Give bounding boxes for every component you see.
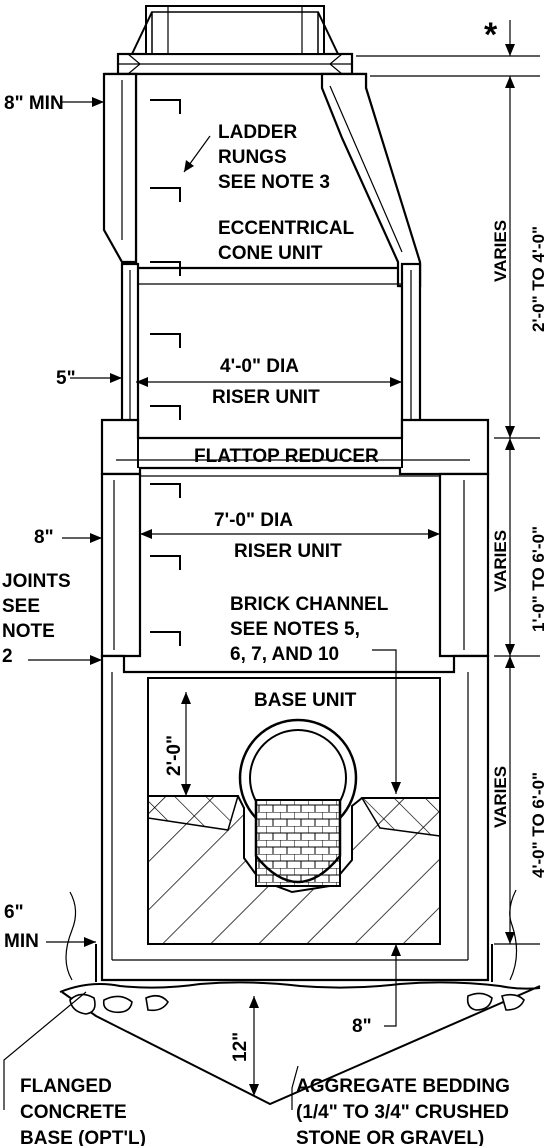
label-joints-3: NOTE — [2, 621, 55, 642]
label-eccentric-2: CONE UNIT — [218, 243, 323, 264]
label-7ft-dia: 7'-0" DIA — [214, 510, 293, 531]
label-5in: 5" — [56, 368, 76, 389]
label-aggregate-3: STONE OR GRAVEL) — [296, 1128, 484, 1146]
frame-and-cover — [116, 5, 354, 76]
label-flanged-1: FLANGED — [20, 1076, 112, 1097]
label-range-3: 4'-0" TO 6'-0" — [529, 772, 548, 878]
label-joints-2: SEE — [2, 596, 40, 617]
label-aggregate-2: (1/4" TO 3/4" CRUSHED — [296, 1102, 509, 1123]
label-min: MIN — [4, 931, 39, 952]
label-varies-1: VARIES — [491, 220, 510, 282]
label-12in: 12" — [230, 1032, 251, 1062]
label-ladder-3: SEE NOTE 3 — [218, 172, 330, 193]
label-2ft: 2'-0" — [164, 735, 185, 776]
label-range-1: 2'-0" TO 4'-0" — [529, 226, 548, 332]
label-ladder-1: LADDER — [218, 122, 297, 143]
label-joints-4: 2 — [2, 646, 13, 667]
footing-and-bedding — [59, 889, 541, 1106]
arrowheads — [84, 44, 515, 1096]
label-flattop-reducer: FLATTOP REDUCER — [194, 446, 379, 467]
ladder-rungs — [150, 99, 181, 646]
label-8in: 8" — [34, 527, 54, 548]
label-aggregate-1: AGGREGATE BEDDING — [296, 1076, 510, 1097]
label-flanged-2: CONCRETE — [20, 1102, 127, 1123]
label-8in-min: 8" MIN — [4, 93, 64, 114]
riser-unit-7ft — [100, 472, 490, 658]
label-varies-3: VARIES — [491, 766, 510, 828]
label-8in-bottom: 8" — [352, 1016, 372, 1037]
label-base-unit: BASE UNIT — [254, 690, 357, 711]
label-asterisk: * — [484, 16, 498, 54]
label-ladder-2: RUNGS — [218, 147, 287, 168]
label-range-2: 1'-0" TO 6'-0" — [529, 526, 548, 632]
label-joints-1: JOINTS — [2, 571, 71, 592]
dimension-lines — [3, 20, 540, 1110]
label-4ft-dia: 4'-0" DIA — [220, 356, 299, 377]
riser-unit-4ft — [120, 262, 422, 438]
label-riser-unit-2: RISER UNIT — [234, 541, 342, 562]
label-brick-3: 6, 7, AND 10 — [230, 644, 339, 665]
eccentric-cone-unit — [102, 72, 422, 288]
label-varies-2: VARIES — [491, 530, 510, 592]
label-riser-unit-1: RISER UNIT — [212, 387, 320, 408]
label-eccentric-1: ECCENTRICAL — [218, 218, 355, 239]
label-6in: 6" — [4, 902, 24, 923]
label-flanged-3: BASE (OPT'L) — [20, 1128, 146, 1146]
label-brick-1: BRICK CHANNEL — [230, 594, 389, 615]
label-brick-2: SEE NOTES 5, — [230, 619, 360, 640]
pipe-and-brick-channel — [238, 718, 358, 887]
bench-fill — [147, 795, 441, 945]
